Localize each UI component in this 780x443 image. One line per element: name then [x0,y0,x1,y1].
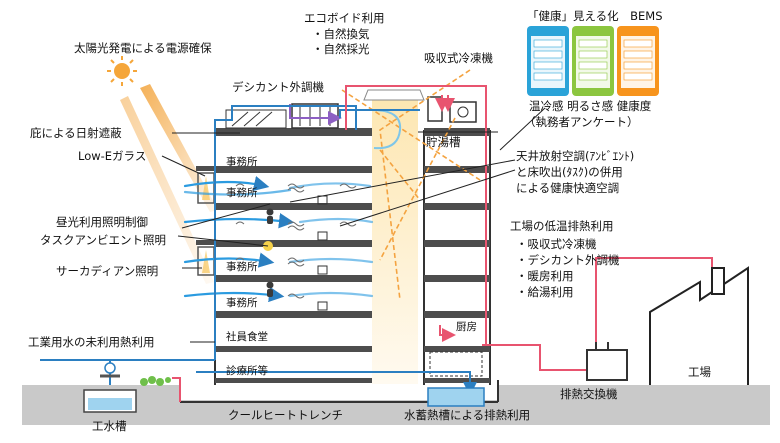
water-tank-label: 工水槽 [92,419,127,433]
bems-caption-2: （執務者アンケート） [524,115,639,129]
greenery [140,376,171,386]
bems-phone-3 [617,26,659,96]
sun-icon [107,56,137,86]
factory-chimney [711,267,725,295]
exchanger-label: 排熱交換機 [560,387,618,401]
eco-void [372,92,418,384]
room-office-2: 事務所 [226,186,258,199]
heat-exchanger [586,342,628,381]
eco-void-item-2: ・自然採光 [312,42,370,56]
radiant-waves [235,183,357,299]
factory-heat-title: 工場の低温排熱利用 [510,219,614,233]
factory-heat-item-3: ・暖房利用 [516,269,574,283]
room-office-3: 事務所 [226,260,258,273]
radiant-label-3: による健康快適空調 [516,181,619,195]
desiccant-unit [225,103,339,129]
hot-tank-label: 貯湯槽 [426,135,461,149]
radiant-label-2: と床吹出(ﾀｽｸ)の併用 [516,165,623,179]
bems-phones [527,26,659,96]
factory-heat-item-2: ・デシカント外調機 [516,253,620,267]
daylight-label-1: 昼光利用照明制御 [56,215,148,229]
trench-inflow [172,377,181,402]
absorption-label: 吸収式冷凍機 [424,51,493,65]
warm-water-pipe [345,85,713,371]
office-workers [263,195,328,311]
factory-outline [649,266,749,385]
factory-heat-item-4: ・給湯利用 [516,285,574,299]
eaves-label: 庇による日射遮蔽 [30,126,122,140]
basement-pit [180,380,498,400]
purple-duct [289,104,342,125]
storage-tank [427,387,485,407]
daylight-label-2: タスクアンビエント照明 [40,233,166,247]
industrial-water-label: 工業用水の未利用熱利用 [28,335,155,349]
desiccant-label: デシカント外調機 [232,80,324,94]
bems-phone-1 [527,26,569,96]
absorption-chiller [427,96,477,123]
factory-heat-item-1: ・吸収式冷凍機 [516,237,597,251]
lowe-label: Low-Eガラス [78,149,146,163]
room-clinic: 診療所等 [226,364,268,377]
room-office-4: 事務所 [226,296,258,309]
room-cafeteria: 社員食堂 [226,330,268,343]
eco-void-item-1: ・自然換気 [312,27,370,41]
ventilation-swirl [371,109,402,150]
daylight-rays [341,69,481,301]
factory-label: 工場 [688,365,711,379]
room-office-1: 事務所 [226,155,258,168]
storage-label: 水蓄熱槽による排熱利用 [404,408,530,422]
room-kitchen: 厨房 [456,320,477,333]
void-cap [363,89,425,101]
industrial-water-tank [83,362,137,413]
bems-phone-2 [572,26,614,96]
bems-caption-1: 温冷感 明るさ感 健康度 [529,99,652,113]
trench-label: クールヒートトレンチ [228,408,343,422]
radiant-label-1: 天井放射空調(ｱﾝﾋﾞｴﾝﾄ) [516,149,634,163]
leader-lines [161,107,546,343]
circadian-label: サーカディアン照明 [56,264,158,278]
solar-label: 太陽光発電による電源確保 [74,41,212,55]
bems-title: 「健康」見える化 BEMS [527,9,663,23]
eco-void-title: エコボイド利用 [304,11,385,25]
